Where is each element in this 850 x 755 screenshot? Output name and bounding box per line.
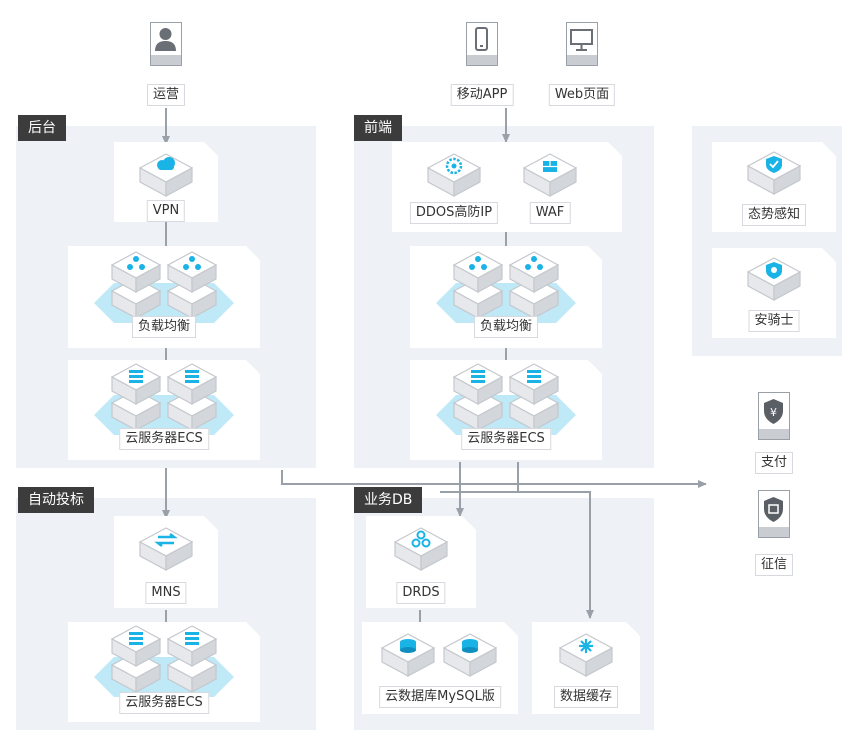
arrow-ecs-to-payment	[281, 470, 707, 488]
label-slb-front: 负载均衡	[473, 316, 539, 338]
label-ddos: DDOS高防IP	[409, 202, 499, 224]
label-situation: 态势感知	[741, 204, 807, 226]
gear-shield-icon	[426, 153, 482, 198]
database-icon	[380, 633, 436, 678]
label-web-page: Web页面	[548, 84, 616, 106]
label-ecs-auto: 云服务器ECS	[119, 692, 209, 714]
yuan-icon: ¥	[758, 392, 790, 440]
group-tag-backend: 后台	[18, 115, 66, 141]
label-drds: DRDS	[396, 582, 446, 604]
mobile-phone-icon	[466, 22, 498, 66]
label-waf: WAF	[529, 202, 571, 224]
security-shield-icon	[746, 257, 802, 302]
server-icon	[436, 363, 576, 435]
user-icon	[150, 22, 182, 66]
group-tag-auto-bid: 自动投标	[18, 487, 94, 513]
monitor-icon	[566, 22, 598, 66]
group-tag-frontend: 前端	[354, 115, 402, 141]
distributed-db-icon	[393, 527, 449, 572]
cache-icon	[558, 633, 614, 678]
label-slb-back: 负载均衡	[131, 316, 197, 338]
label-mobile-app: 移动APP	[450, 84, 514, 106]
load-balancer-icon	[436, 251, 576, 323]
label-credit: 征信	[754, 554, 794, 576]
label-vpn: VPN	[146, 200, 186, 222]
label-cache: 数据缓存	[553, 686, 619, 708]
cloud-icon	[138, 153, 194, 198]
label-ecs-front: 云服务器ECS	[461, 428, 551, 450]
label-ops: 运营	[146, 84, 186, 106]
label-mysql: 云数据库MySQL版	[379, 686, 501, 708]
label-aegis: 安骑士	[748, 310, 800, 332]
message-queue-icon	[138, 527, 194, 572]
credit-badge-icon	[758, 490, 790, 538]
load-balancer-icon	[94, 251, 234, 323]
database-icon	[442, 633, 498, 678]
label-mns: MNS	[145, 582, 187, 604]
firewall-icon	[522, 153, 578, 198]
arrow-to-cache	[440, 491, 594, 619]
server-icon	[94, 625, 234, 697]
group-tag-business-db: 业务DB	[354, 487, 423, 513]
label-ecs-back: 云服务器ECS	[119, 428, 209, 450]
label-payment: 支付	[754, 452, 794, 474]
svg-text:¥: ¥	[770, 406, 777, 419]
shield-check-icon	[746, 151, 802, 196]
